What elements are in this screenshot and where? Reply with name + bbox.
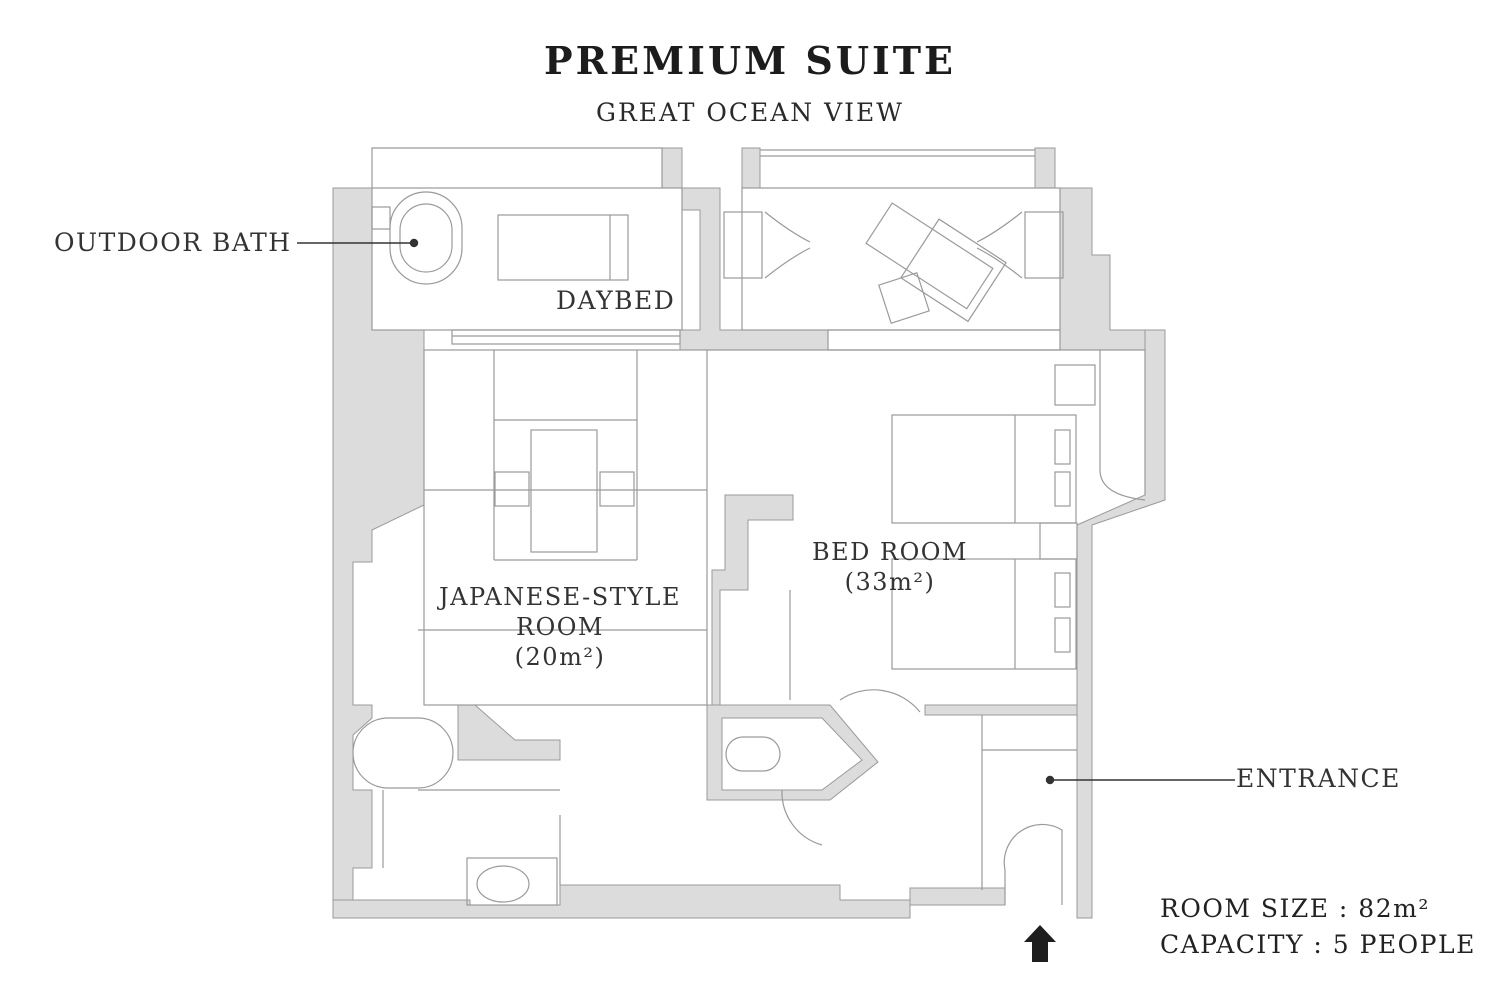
japanese-room-label: JAPANESE-STYLE ROOM (20m²) [430, 582, 690, 672]
room-size: ROOM SIZE : 82m² [1160, 894, 1430, 923]
bedroom-label: BED ROOM (33m²) [790, 537, 990, 597]
japanese-room-area: (20m²) [514, 643, 606, 671]
japanese-room-name-line1: JAPANESE-STYLE [438, 583, 681, 611]
east-wall [1076, 329, 1166, 919]
entrance-marker [1045, 775, 1055, 785]
south-wall-east [909, 887, 1006, 906]
daybed-label: DAYBED [556, 286, 676, 315]
toilet-wall [706, 704, 879, 801]
japanese-room [423, 349, 708, 706]
ocean-terrace [741, 187, 1061, 331]
bath-wall [457, 704, 561, 761]
entrance-label: ENTRANCE [1236, 764, 1401, 793]
daybed [497, 214, 629, 281]
plan-lines [352, 147, 1146, 906]
entry-wall [924, 704, 1078, 716]
toilet [725, 736, 781, 772]
leader-lines [297, 238, 1235, 785]
bedroom-name: BED ROOM [811, 538, 969, 566]
entrance-door [1003, 823, 1063, 905]
closet-wall [711, 494, 794, 706]
wash-basin [466, 857, 558, 906]
bed-1 [891, 414, 1077, 524]
page-title: PREMIUM SUITE [544, 38, 956, 83]
japanese-room-name-line2: ROOM [516, 613, 604, 641]
outdoor-bath-tub [389, 191, 463, 285]
outdoor-bath-label: OUTDOOR BATH [54, 228, 292, 257]
page-subtitle: GREAT OCEAN VIEW [596, 98, 904, 127]
bedroom-area: (33m²) [844, 568, 936, 596]
entrance-arrow-icon [1024, 925, 1056, 962]
south-wall [332, 884, 911, 919]
capacity: CAPACITY : 5 PEOPLE [1160, 930, 1476, 959]
japanese-table [530, 429, 598, 553]
outdoor-bath-marker [409, 238, 419, 248]
bed-2 [891, 558, 1077, 670]
bath-tub [352, 717, 454, 789]
